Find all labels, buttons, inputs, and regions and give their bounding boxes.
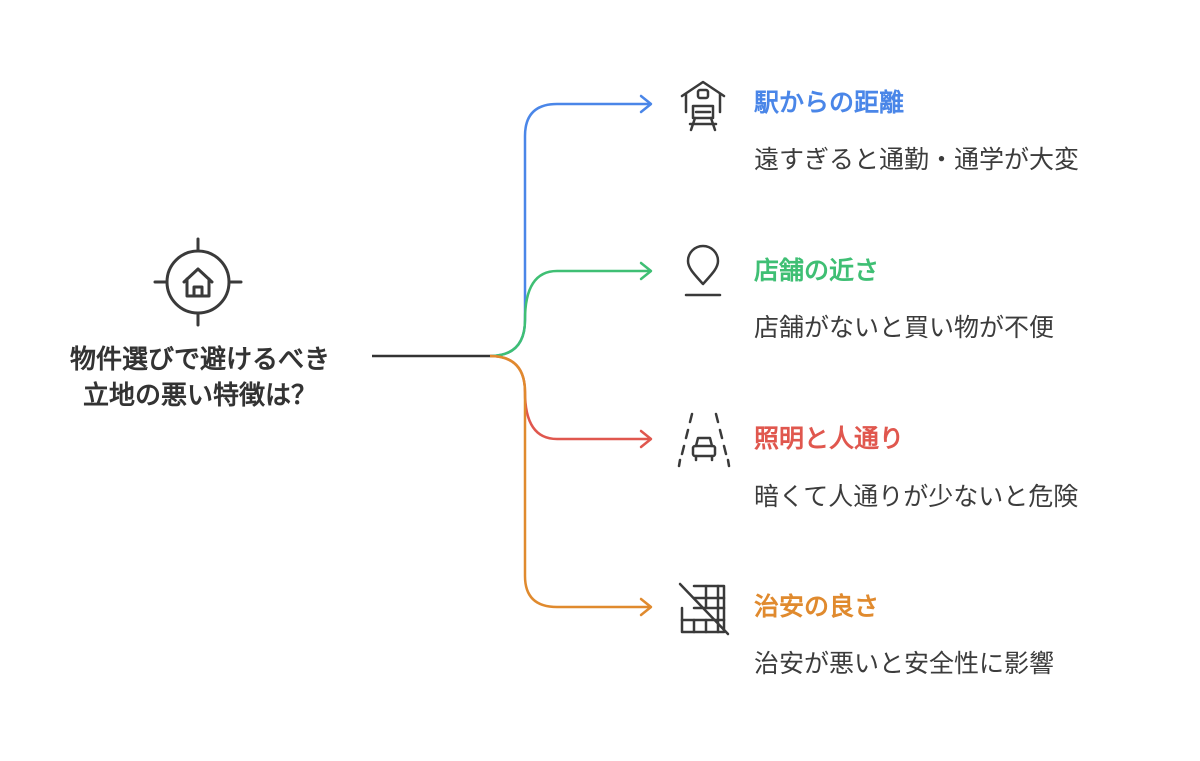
- branch-arrowhead-4: [639, 597, 653, 617]
- root-question: 物件選びで避けるべき 立地の悪い特徴は？: [30, 342, 370, 414]
- branch-description-store-proximity: 店舗がないと買い物が不便: [754, 313, 1055, 342]
- branch-title-public-safety: 治安の良さ: [754, 592, 880, 621]
- target-house-icon: [153, 237, 243, 327]
- branch-connector-2: [489, 269, 650, 358]
- map-pin-icon: [684, 244, 722, 297]
- branch-arrowhead-2: [639, 261, 653, 281]
- branch-arrowhead-1: [639, 94, 653, 114]
- branch-connector-1: [489, 102, 650, 358]
- branch-description-lighting-traffic: 暗くて人通りが少ないと危険: [754, 482, 1079, 511]
- root-question-line-2: 立地の悪い特徴は？: [82, 381, 317, 411]
- train-station-icon: [680, 80, 726, 132]
- branch-title-store-proximity: 店舗の近さ: [754, 256, 880, 285]
- branch-connector-4: [489, 354, 650, 609]
- branch-description-public-safety: 治安が悪いと安全性に影響: [754, 649, 1055, 678]
- branch-arrowhead-3: [639, 429, 653, 449]
- broken-wall-icon: [678, 582, 730, 636]
- branch-title-station-distance: 駅からの距離: [754, 88, 905, 117]
- branch-connector-3: [489, 354, 650, 441]
- branch-title-lighting-traffic: 照明と人通り: [754, 424, 905, 453]
- root-question-line-1: 物件選びで避けるべき: [69, 345, 330, 375]
- branch-description-station-distance: 遠すぎると通勤・通学が大変: [754, 145, 1080, 174]
- road-car-icon: [677, 412, 731, 468]
